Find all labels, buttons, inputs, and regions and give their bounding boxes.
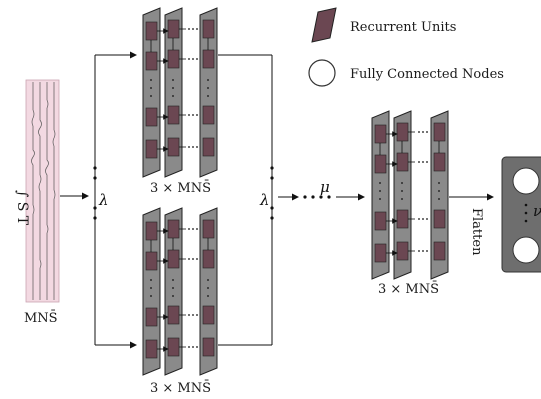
- lambda-left-symbol: λ: [98, 191, 109, 209]
- input-size-label: MNS̄: [24, 310, 58, 326]
- mu-connection: μ: [278, 178, 365, 201]
- bottom-panel-1: [142, 207, 161, 376]
- nu-symbol: ν: [533, 202, 541, 220]
- input-tensor: ∫ S T MNS̄: [14, 79, 60, 326]
- top-ellipsis: [150, 28, 209, 148]
- right-ellipsis: [379, 131, 440, 252]
- flatten-label: Flatten: [469, 208, 484, 256]
- left-split: λ: [93, 51, 137, 349]
- fc-node-legend-icon: [308, 59, 336, 87]
- legend: Recurrent Units Fully Connected Nodes: [308, 7, 504, 87]
- fc-node-bottom: [512, 236, 540, 264]
- fc-node-top: [512, 167, 540, 195]
- right-block-label: 3 × MNS̄: [378, 281, 439, 297]
- right-panel-1: [371, 110, 390, 280]
- input-signal-traces: [31, 82, 56, 300]
- recurrent-unit-legend-icon: [311, 7, 337, 43]
- mu-symbol: μ: [320, 178, 330, 196]
- right-recurrent-block: 3 × MNS̄: [371, 110, 449, 297]
- bottom-recurrent-block: 3 × MNS̄: [142, 207, 218, 396]
- bottom-ellipsis: [150, 228, 209, 348]
- input-side-label: ∫ S T: [14, 190, 30, 226]
- lambda-right-symbol: λ: [259, 191, 270, 209]
- right-connections: [379, 131, 440, 256]
- flatten-connection: Flatten: [449, 193, 494, 256]
- top-recurrent-block: 3 × MNS̄: [142, 7, 218, 196]
- input-block: [25, 79, 60, 303]
- bottom-connections: [150, 228, 209, 352]
- legend-fc-label: Fully Connected Nodes: [350, 67, 504, 82]
- bottom-block-label: 3 × MNS̄: [150, 380, 211, 396]
- top-panel-1: [142, 7, 161, 178]
- merge-connections: λ: [218, 54, 274, 346]
- top-block-label: 3 × MNS̄: [150, 180, 211, 196]
- legend-recurrent-label: Recurrent Units: [350, 20, 456, 35]
- top-connections: [150, 28, 209, 152]
- output-fc-layer: ν: [501, 156, 541, 273]
